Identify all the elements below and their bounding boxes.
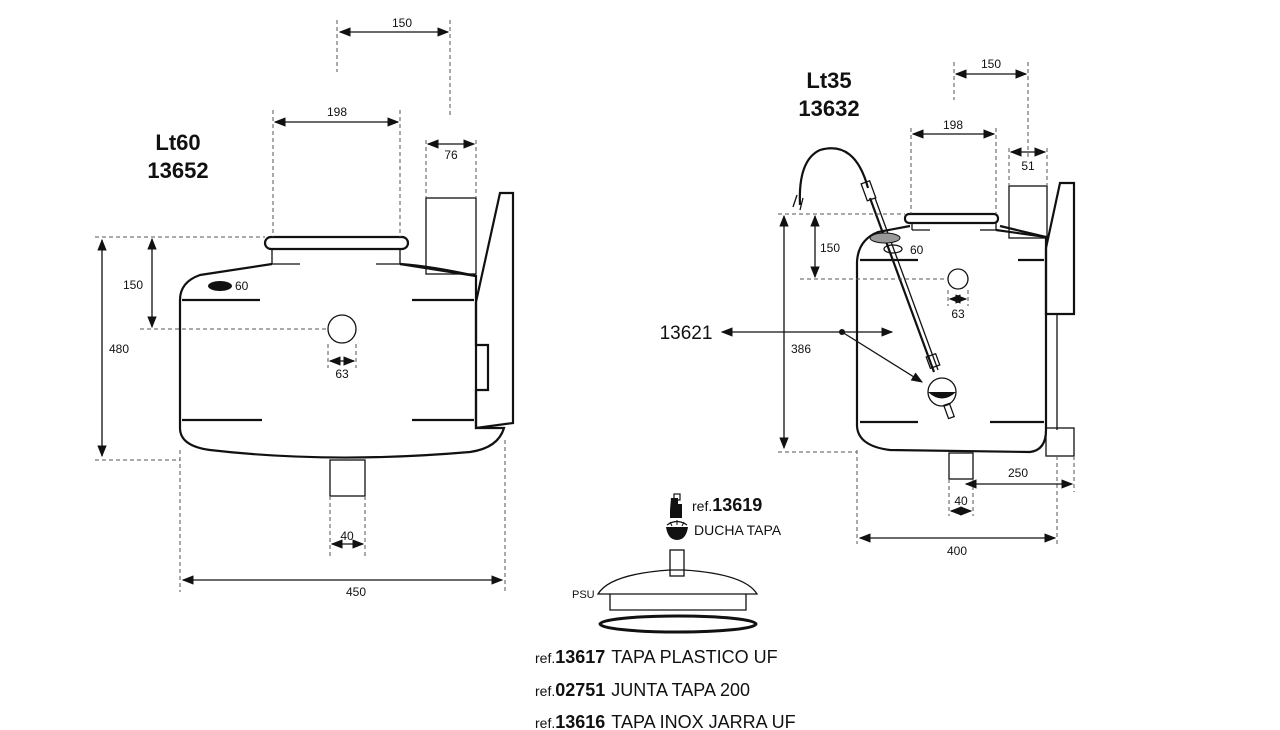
lid-skirt [609, 594, 747, 611]
lt35-outlet [948, 452, 974, 480]
part-ref-number: 02751 [555, 680, 605, 700]
part-row: ref.13617 TAPA PLASTICO UF [535, 647, 778, 667]
part-description: JUNTA TAPA 200 [611, 680, 750, 700]
lt35-tank-body [855, 224, 1048, 454]
lt60-dim-total-height: 480 [109, 342, 129, 356]
lt60-dim-inlet-height: 150 [123, 278, 143, 292]
lt60-dim-total-width: 450 [346, 585, 366, 599]
shower-ref-number: 13619 [712, 495, 762, 515]
lt35-float-ref: 13621 [660, 323, 713, 344]
lt35-inlet [947, 268, 969, 290]
lt35-dim-lid-width: 198 [943, 118, 963, 132]
lt60-inlet [327, 314, 357, 344]
lt35-cable [798, 147, 870, 206]
lt60-dim-unit-width: 76 [444, 148, 458, 162]
lid-dome [596, 569, 759, 595]
lt35-dim-outlet-width: 40 [954, 494, 968, 508]
lt35-model-label: Lt35 [806, 68, 851, 93]
lt60-dim-outlet-width: 40 [340, 529, 354, 543]
lt35-dim-float-height: 386 [791, 342, 811, 356]
lt60-model-label: Lt60 [155, 130, 200, 155]
lt35-lid [903, 212, 1000, 225]
lt35-float-gasket [869, 232, 901, 244]
tank-lt35-drawing: Lt35 13632 [660, 57, 1076, 558]
lt35-dim-outlet-offset: 250 [1008, 466, 1028, 480]
lid-assembly-drawing: ref.13619 DUCHA TAPA PSU [572, 493, 782, 634]
shower-description: DUCHA TAPA [694, 522, 782, 538]
shower-head-icon [666, 493, 688, 540]
lt35-dim-inlet-height: 150 [820, 241, 840, 255]
lt60-dim-vent: 60 [235, 279, 249, 293]
lt60-dim-inlet-diameter: 63 [335, 367, 349, 381]
lid-psu-label: PSU [572, 589, 595, 601]
part-ref-prefix: ref. [535, 650, 555, 666]
lt35-dim-total-width: 400 [947, 544, 967, 558]
lt35-dim-vent: 60 [910, 243, 924, 257]
lt35-side-panel [1044, 181, 1076, 316]
lt60-lid [263, 235, 410, 251]
lid-knob [669, 549, 685, 577]
lt35-dim-unit-width: 51 [1021, 159, 1035, 173]
lt35-side-box [1008, 185, 1048, 239]
lt60-ref-label: 13652 [147, 158, 208, 183]
lt60-side-box [425, 197, 477, 275]
part-ref-prefix: ref. [535, 715, 555, 730]
part-row: ref.13616 TAPA INOX JARRA UF [535, 712, 796, 730]
part-ref-prefix: ref. [535, 683, 555, 699]
lt35-float-rod [868, 197, 936, 373]
lt35-ref-label: 13632 [798, 96, 859, 121]
lt35-bottom-box [1045, 427, 1075, 457]
lt60-vent [208, 281, 232, 291]
lt35-dim-top-offset: 150 [981, 57, 1001, 71]
tank-lt60-drawing: Lt60 13652 [95, 16, 515, 599]
lt60-dim-top-offset: 150 [392, 16, 412, 30]
part-ref-number: 13616 [555, 712, 605, 730]
shower-ref: ref.13619 [692, 495, 762, 515]
part-description: TAPA INOX JARRA UF [611, 712, 795, 730]
lt35-dim-inlet-diameter: 63 [951, 307, 965, 321]
lt60-dim-lid-width: 198 [327, 105, 347, 119]
lt60-outlet [329, 459, 366, 497]
part-ref-number: 13617 [555, 647, 605, 667]
part-row: ref.02751 JUNTA TAPA 200 [535, 680, 750, 700]
shower-ref-prefix: ref. [692, 498, 712, 514]
lid-gasket [598, 614, 758, 634]
lt60-side-panel [474, 191, 515, 430]
part-description: TAPA PLASTICO UF [611, 647, 777, 667]
